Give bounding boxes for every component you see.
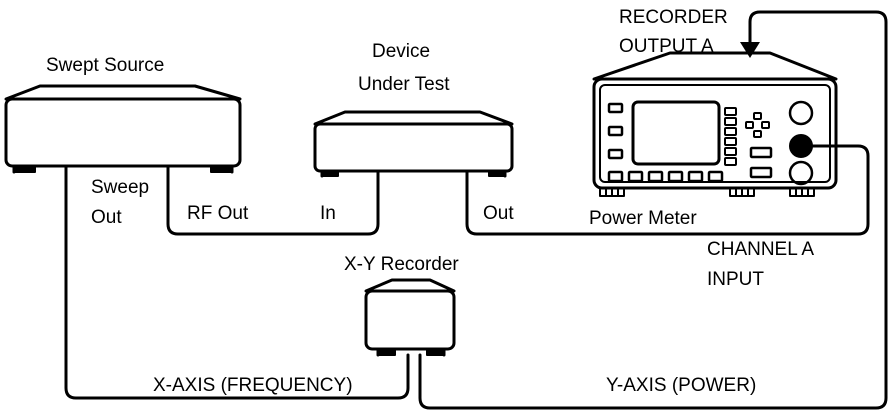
power-meter-bottom-buttons bbox=[607, 170, 724, 183]
channel-a-connector bbox=[789, 134, 813, 158]
power-meter-left-buttons bbox=[607, 102, 624, 160]
out-label: Out bbox=[483, 203, 514, 224]
swept-source-label: Swept Source bbox=[46, 55, 164, 76]
power-meter-softkeys bbox=[724, 107, 737, 166]
xy-recorder-label: X-Y Recorder bbox=[344, 254, 459, 275]
device-under-test-box bbox=[313, 110, 514, 178]
power-meter-label: Power Meter bbox=[589, 208, 697, 229]
power-meter-right-buttons bbox=[749, 146, 773, 179]
recorder-output-label-line1: RECORDER bbox=[619, 7, 728, 28]
power-meter-feet bbox=[599, 187, 815, 197]
y-axis-to-recorder-output-cable bbox=[418, 10, 888, 410]
y-axis-label: Y-AXIS (POWER) bbox=[606, 375, 756, 396]
arrow-head-icon bbox=[740, 42, 760, 58]
sweep-out-label-line1: Sweep bbox=[91, 177, 149, 198]
under-test-label: Under Test bbox=[358, 74, 450, 95]
sweep-out-label-line2: Out bbox=[91, 207, 122, 228]
rf-out-to-in-cable bbox=[166, 164, 380, 236]
sweep-out-to-x-axis-cable bbox=[64, 164, 410, 400]
channel-a-label-line2: INPUT bbox=[707, 269, 764, 290]
power-meter-box bbox=[592, 51, 838, 190]
xy-recorder-box bbox=[364, 278, 456, 357]
device-label: Device bbox=[372, 41, 430, 62]
rf-out-label: RF Out bbox=[187, 203, 249, 224]
power-meter-screen bbox=[631, 100, 721, 166]
channel-a-label-line1: CHANNEL A bbox=[707, 239, 814, 260]
equipment-feet bbox=[14, 166, 506, 356]
swept-source-box bbox=[4, 84, 242, 174]
x-axis-label: X-AXIS (FREQUENCY) bbox=[153, 375, 353, 396]
out-to-channel-a-cable bbox=[465, 144, 870, 236]
power-meter-keypad bbox=[745, 112, 770, 138]
in-label: In bbox=[320, 203, 336, 224]
recorder-output-label-line2: OUTPUT A bbox=[619, 36, 714, 57]
power-meter-knobs bbox=[788, 100, 814, 186]
